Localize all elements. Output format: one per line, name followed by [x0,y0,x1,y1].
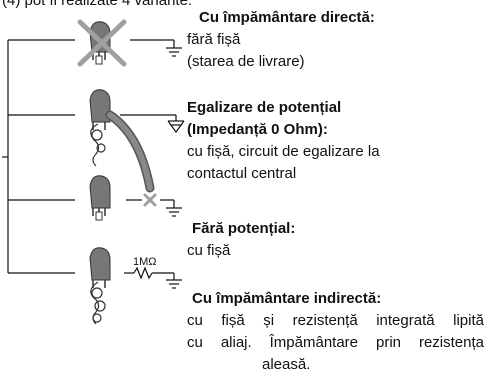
variant1-title: Cu împământare directă: [199,9,375,26]
variant3-title: Fără potențial: [192,220,296,237]
variant2-line1: cu fișă, circuit de egalizare la [187,143,380,160]
variant1-line2: (starea de livrare) [187,53,305,70]
resistor-label: 1MΩ [133,256,157,268]
variant2-line2: contactul central [187,165,297,182]
intro-text: (4) pot fi realizate 4 variante: [2,0,193,9]
open-circuit-symbol [126,199,182,217]
variant1-line1: fără fișă [187,31,241,48]
variant4-line2: cu aliaj. Împământare prin rezistența [187,334,484,351]
bonding-cable [105,110,155,193]
variant3-plug [89,175,111,221]
variant3-line1: cu fișă [187,242,231,259]
cross-icon-1 [77,19,127,67]
variant2-plug [89,89,111,167]
variant4-plug [89,247,111,325]
variant2-title-line2: (Impedanță 0 Ohm): [187,121,328,138]
ground-symbol-1 [130,39,182,57]
variant4-line1: cu fișă și rezistență integrată lipită [187,312,484,329]
cross-icon-2 [143,193,157,207]
variant4-title: Cu împământare indirectă: [192,290,382,307]
variant2-title-line1: Egalizare de potențial [187,99,342,116]
bus-lines [2,39,75,274]
variant4-line3: aleasă. [262,356,311,373]
equipotential-symbol [120,114,185,134]
resistor-symbol [124,266,182,289]
